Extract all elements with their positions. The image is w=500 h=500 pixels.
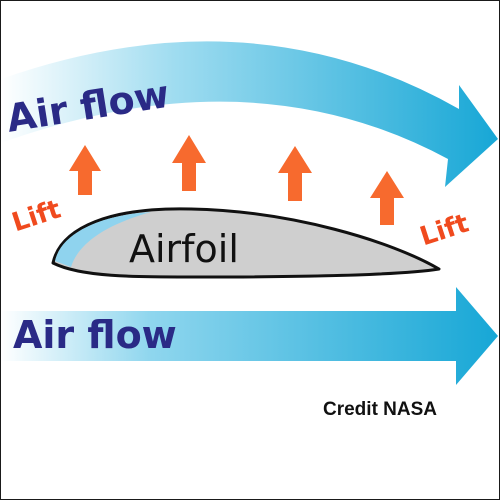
- lift-arrow-4: [370, 171, 404, 225]
- lift-arrow-1: [69, 145, 101, 195]
- airflow-top-arrow: [1, 41, 498, 187]
- airfoil-label: Airfoil: [129, 227, 239, 271]
- lift-arrow-3: [278, 146, 312, 201]
- airflow-bottom-label: Air flow: [13, 313, 177, 357]
- airfoil-shape: [51, 207, 441, 279]
- airfoil-leading-edge: [55, 212, 151, 267]
- lift-arrow-2: [172, 135, 206, 191]
- airflow-bottom-arrow: [1, 287, 498, 385]
- credit-label: Credit NASA: [323, 399, 438, 420]
